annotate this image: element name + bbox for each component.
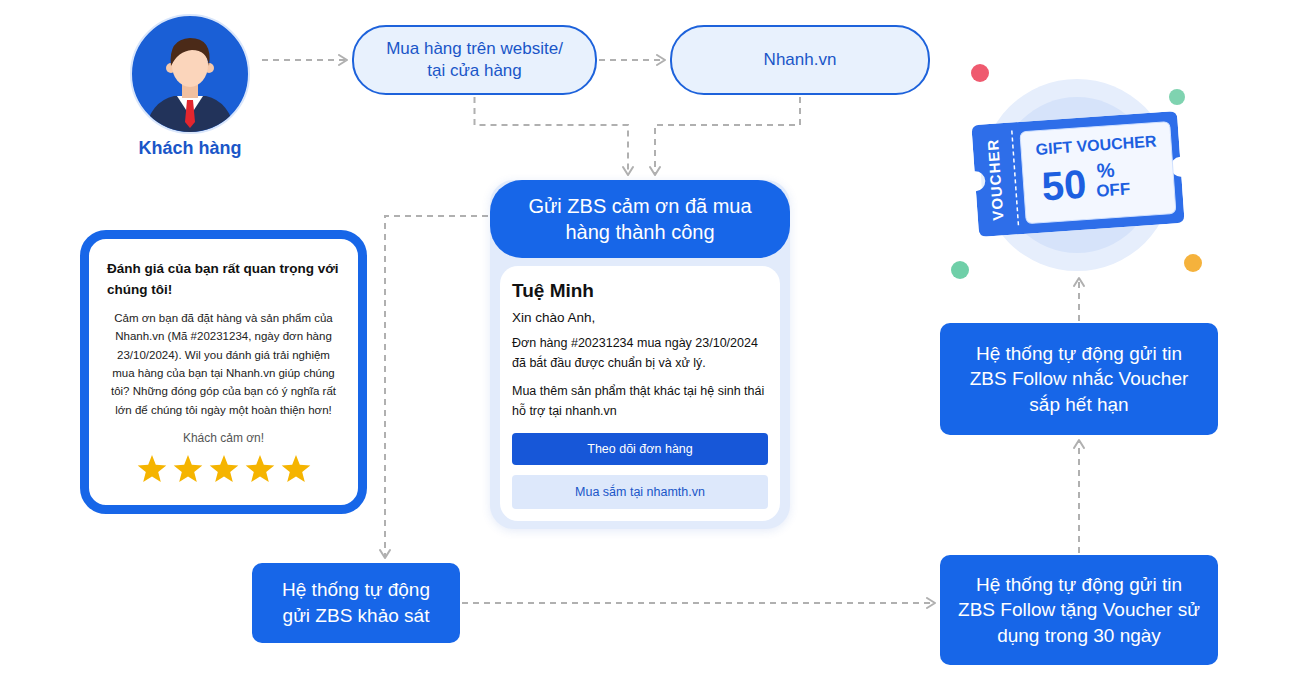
dashed-connector xyxy=(462,602,935,604)
secondary-button: Mua sắm tại nhamth.vn xyxy=(512,475,768,509)
node-text: OFF xyxy=(1096,180,1131,199)
node-text: Mua hàng trên website/ tại cửa hàng xyxy=(376,38,573,82)
avatar-suit xyxy=(144,96,236,134)
dashed-connector xyxy=(385,216,488,558)
node-text: Hệ thống tự động gửi tin ZBS Follow nhắc… xyxy=(956,341,1202,418)
confetti-dot xyxy=(971,64,989,82)
process-box: Hệ thống tự động gửi tin ZBS Follow nhắc… xyxy=(940,323,1218,435)
node-text: Đánh giá của bạn rất quan trọng với chún… xyxy=(107,259,340,301)
process-box: Hệ thống tự động gửi tin ZBS Follow tặng… xyxy=(940,555,1218,665)
node-text: Hệ thống tự động gửi tin ZBS Follow tặng… xyxy=(956,572,1202,649)
voucher-ticket: VOUCHERGIFT VOUCHER50%OFF xyxy=(971,111,1184,237)
node-text: Theo dõi đơn hàng xyxy=(520,442,760,456)
survey-card: Đánh giá của bạn rất quan trọng với chún… xyxy=(80,230,367,514)
node-text: Gửi ZBS cảm ơn đã mua hàng thành công xyxy=(490,180,790,258)
rating-stars xyxy=(134,453,314,487)
node-text: Hệ thống tự động gửi ZBS khảo sát xyxy=(268,577,444,628)
avatar-illustration xyxy=(130,14,250,134)
confetti-dot xyxy=(1169,89,1185,105)
dashed-connector xyxy=(1078,440,1080,553)
dashed-connector xyxy=(655,97,800,175)
node-text: Mua sắm tại nhamth.vn xyxy=(520,485,760,499)
primary-button: Theo dõi đơn hàng xyxy=(512,433,768,465)
message-panel: Gửi ZBS cảm ơn đã mua hàng thành côngTuệ… xyxy=(490,180,790,529)
node-text: Mua thêm sản phẩm thật khác tại hệ sinh … xyxy=(512,381,768,421)
confetti-dot xyxy=(1184,254,1202,272)
node-text: Xin chào Anh, xyxy=(512,310,768,325)
dashed-connector xyxy=(599,59,665,61)
avatar-hair xyxy=(171,38,210,66)
customer-avatar: Khách hàng xyxy=(118,10,262,159)
star xyxy=(245,455,274,482)
node-text: Nhanh.vn xyxy=(764,49,837,71)
node-text: Tuệ Minh xyxy=(512,280,768,302)
node-text: Khách hàng xyxy=(118,138,262,159)
node-text: Cảm ơn bạn đã đặt hàng và sản phẩm của N… xyxy=(107,309,340,419)
star xyxy=(209,455,238,482)
avatar-tie xyxy=(185,100,195,128)
node-text: Khách cảm ơn! xyxy=(107,431,340,445)
ticket-face xyxy=(1020,121,1176,223)
confetti-dot xyxy=(951,261,969,279)
star xyxy=(137,455,166,482)
ticket-perforation xyxy=(1012,131,1019,227)
star xyxy=(281,455,310,482)
ticket-body xyxy=(971,111,1184,237)
node-text: % xyxy=(1096,159,1115,180)
process-pill: Nhanh.vn xyxy=(670,25,930,95)
process-box: Hệ thống tự động gửi ZBS khảo sát xyxy=(252,563,460,643)
node-text: Đơn hàng #20231234 mua ngày 23/10/2024 đ… xyxy=(512,333,768,373)
node-text: 50 xyxy=(1040,164,1087,207)
message-card: Tuệ MinhXin chào Anh, Đơn hàng #20231234 … xyxy=(500,266,780,521)
star xyxy=(173,455,202,482)
avatar-circle xyxy=(131,15,249,133)
dashed-connector xyxy=(1078,278,1080,321)
dashed-connector xyxy=(262,59,347,61)
dashed-connector xyxy=(475,97,629,175)
process-pill: Mua hàng trên website/ tại cửa hàng xyxy=(352,25,597,95)
